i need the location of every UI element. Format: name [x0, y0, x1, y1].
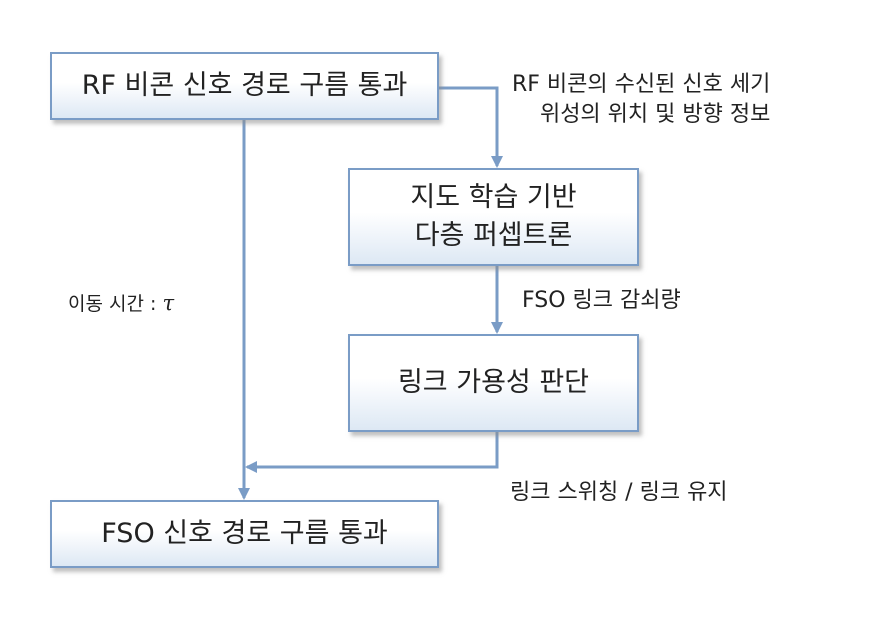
mlp-line-2: 다층 퍼셉트론	[414, 220, 573, 251]
travel-time-symbol: τ	[162, 291, 175, 315]
rf-beacon-cloud-text: RF 비콘 신호 경로 구름 통과	[81, 70, 408, 101]
mlp-box: 지도 학습 기반 다층 퍼셉트론	[348, 168, 639, 266]
arrow-availability-to-merge	[245, 432, 499, 473]
decision-label: 링크 스위칭 / 링크 유지	[510, 480, 728, 505]
fso-cloud-box: FSO 신호 경로 구름 통과	[50, 500, 439, 568]
rf-beacon-cloud-box: RF 비콘 신호 경로 구름 통과	[50, 52, 439, 120]
link-availability-box: 링크 가용성 판단	[348, 334, 639, 432]
mlp-line-1: 지도 학습 기반	[410, 182, 577, 213]
input-feature-rssi: RF 비콘의 수신된 신호 세기	[512, 72, 771, 97]
arrow-rf-to-mlp	[439, 86, 503, 168]
travel-time-prefix: 이동 시간 :	[68, 293, 163, 315]
input-feature-position: 위성의 위치 및 방향 정보	[539, 102, 771, 127]
travel-time-label: 이동 시간 : τ	[68, 288, 174, 319]
fso-cloud-text: FSO 신호 경로 구름 통과	[101, 518, 388, 549]
attenuation-label: FSO 링크 감쇠량	[522, 288, 681, 313]
input-features-label: RF 비콘의 수신된 신호 세기 위성의 위치 및 방향 정보	[512, 70, 770, 130]
link-availability-text: 링크 가용성 판단	[397, 367, 590, 398]
